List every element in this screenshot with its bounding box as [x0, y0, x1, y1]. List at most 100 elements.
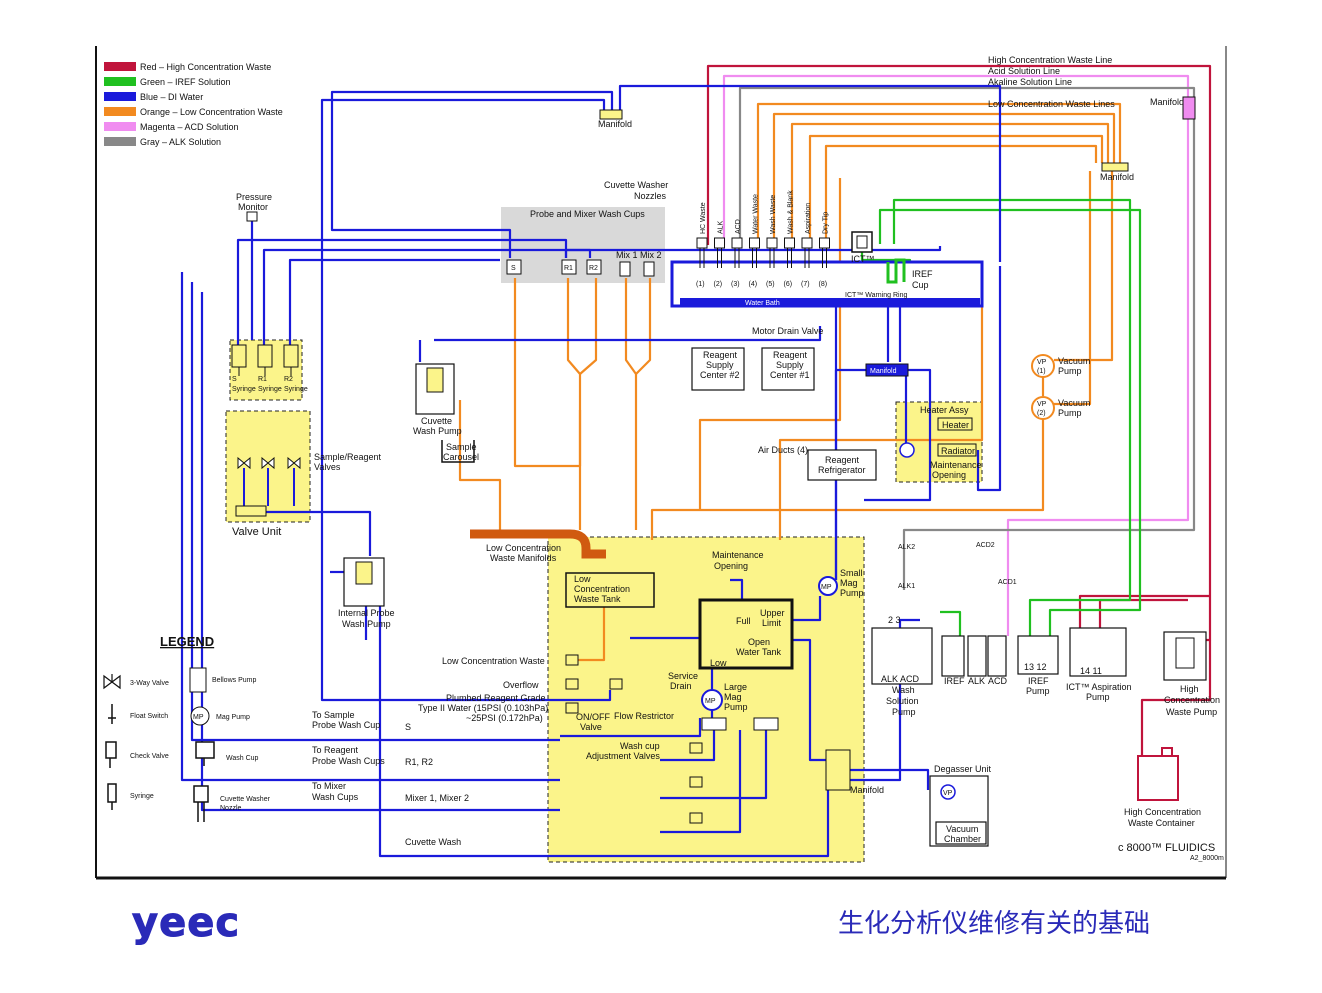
- pressure-monitor: [246, 211, 258, 222]
- legend-syringe: Syringe: [130, 793, 154, 800]
- vacuum-pump-2-l1: Vacuum: [1058, 398, 1090, 408]
- nozzle-label-1: HC Waste: [700, 202, 707, 234]
- wash-cup-r1-label: R1: [564, 265, 573, 272]
- small-mag-pump: [818, 576, 838, 596]
- tank-maint-l1: Maintenance: [712, 550, 764, 560]
- nozzle-5: [766, 237, 778, 249]
- large-mag-pump-mp: MP: [705, 698, 716, 705]
- cuvette-wash-pump-bellows: [426, 367, 444, 393]
- alkaline-line-label: Akaline Solution Line: [988, 77, 1072, 87]
- vacuum-chamber: [935, 821, 987, 845]
- color-key-swatch-magenta: [104, 122, 136, 131]
- nozzle-label-7: Aspiration: [805, 203, 812, 234]
- tank-maint-l2: Opening: [714, 561, 748, 571]
- plumbed-l2: Type II Water (15PSI (0.103hPa): [418, 703, 548, 713]
- nozzle-2: [714, 237, 725, 249]
- degasser-vp: [940, 784, 956, 800]
- reagent-supply-2-l1: Reagent: [703, 350, 738, 360]
- pipe-blue-left-2: [330, 90, 614, 258]
- reagent-refrigerator-l2: Refrigerator: [818, 465, 866, 475]
- low-waste-lines-label: Low Concentration Waste Lines: [988, 99, 1115, 109]
- color-key-swatch-blue: [104, 92, 136, 101]
- pipe-blue-degasser: [850, 768, 930, 790]
- probe-wash-region: [501, 207, 665, 283]
- internal-probe-pump-label-1: Internal Probe: [338, 608, 395, 618]
- pipe-orange-cwp: [458, 400, 502, 530]
- ict-label: ICT™: [851, 254, 875, 264]
- acd2-label: ACD2: [976, 542, 995, 549]
- vacuum-pump-1-l2: Pump: [1058, 366, 1082, 376]
- vp2-num: (2): [1037, 410, 1046, 417]
- wash-cup-r2: [586, 259, 602, 275]
- legend-float-switch: Float Switch: [130, 713, 168, 720]
- washer-nozzles: HC Waste(1)ALK(2)ACD(3)Water Waste(4)Was…: [696, 190, 830, 288]
- tank-valve-0: [565, 654, 579, 666]
- pipe-blue-left-1: [320, 98, 606, 702]
- to-mixer-l1: To Mixer: [312, 781, 346, 791]
- brand-logo: yeec: [131, 900, 241, 947]
- manifold-top: [599, 109, 623, 120]
- pipe-orange-bath: [778, 275, 984, 540]
- heater-assy-label: Heater Assy: [920, 405, 969, 415]
- nozzle-number-5: (5): [766, 281, 775, 288]
- heater-maint-l1: Maintenance: [930, 460, 982, 470]
- fluidics-title: c 8000™ FLUIDICS: [1118, 842, 1215, 854]
- pipe-orange-mix2: [635, 278, 652, 375]
- hcwp-l2: Concentration: [1164, 695, 1220, 705]
- mix2-cup: [643, 261, 655, 277]
- legend-washer-nozzle-1: Cuvette Washer: [220, 796, 271, 803]
- wash-solution-pump: [871, 627, 933, 685]
- syringe-label-1-1: Syringe: [258, 386, 282, 393]
- nozzle-number-2: (2): [714, 281, 723, 288]
- wash-cup-s: [506, 259, 522, 275]
- color-key-swatch-red: [104, 62, 136, 71]
- color-key-swatch-gray: [104, 137, 136, 146]
- wash-cups: S R1 R2 Mix 1 Mix 2: [506, 250, 662, 277]
- wash-cup-valves-l1: Wash cup: [620, 741, 660, 751]
- pipe-orange-mix1: [624, 278, 638, 530]
- small-mag-pump-l3: Pump: [840, 588, 864, 598]
- alk1-label: ALK1: [898, 583, 915, 590]
- pipe-orange-waste-0: [756, 102, 1122, 245]
- nozzle-6: [784, 237, 795, 249]
- pipe-red-ict-asp: [1078, 594, 1210, 630]
- service-drain-l1: Service: [668, 671, 698, 681]
- nozzle-number-7: (7): [801, 281, 810, 288]
- low-conc-manifolds-l2: Waste Manifolds: [490, 553, 557, 563]
- wsp-alk-acd: ALK ACD: [881, 674, 920, 684]
- vacuum-pump-2-l2: Pump: [1058, 408, 1082, 418]
- pipe-blue-manifold-right: [864, 368, 932, 502]
- wash-cup-r1: [561, 259, 577, 275]
- wsp-l2: Solution: [886, 696, 919, 706]
- pipe-blue-s-route: [560, 718, 702, 738]
- legend-title: LEGEND: [160, 634, 214, 649]
- reagent-supply-2: [691, 347, 745, 391]
- syringe-0: [231, 344, 247, 368]
- pipe-green-iref-bottle: [940, 610, 962, 640]
- mix1-cup: [619, 261, 631, 277]
- washer-title-1: Cuvette Washer: [604, 180, 668, 190]
- cuvette-wash-pump-label-1: Cuvette: [421, 416, 452, 426]
- low-conc-manifold-bar: [470, 529, 606, 559]
- acd-bottle-label: ACD: [988, 676, 1008, 686]
- on-off-l1: ON/OFF: [576, 712, 610, 722]
- pipe-blue-r2-syr: [288, 258, 500, 345]
- nozzle-number-3: (3): [731, 281, 740, 288]
- large-mag-l3: Pump: [724, 702, 748, 712]
- pipe-orange-vp2: [1054, 171, 1092, 406]
- warning-ring-label: ICT™ Warning Ring: [845, 292, 907, 299]
- to-sample-l2: Probe Wash Cup: [312, 720, 380, 730]
- hcwc-l1: High Concentration: [1124, 807, 1201, 817]
- radiator: [937, 443, 977, 457]
- hcwp-l1: High: [1180, 684, 1199, 694]
- radiator-label: Radiator: [941, 446, 975, 456]
- pipe-blue-dist-2: [660, 730, 768, 800]
- route-s: S: [405, 722, 411, 732]
- ict-asp-l2: Pump: [1086, 692, 1110, 702]
- small-mag-pump-mp: MP: [821, 584, 832, 591]
- pipe-orange-vp-return: [650, 419, 1045, 540]
- legend-mag-pump: Mag Pump: [216, 714, 250, 721]
- vacuum-chamber-l1: Vacuum: [946, 824, 978, 834]
- owt-l2: Water Tank: [736, 647, 782, 657]
- pipe-orange-r1: [566, 278, 582, 530]
